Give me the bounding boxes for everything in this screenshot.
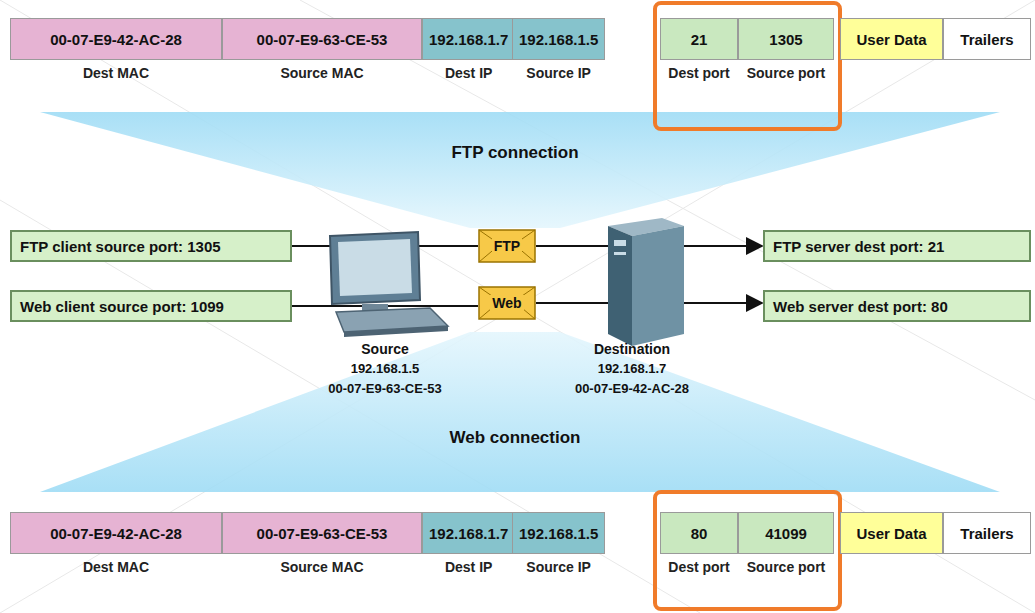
data-cell: User Data: [840, 18, 943, 60]
cell-value: 21: [691, 31, 708, 48]
field-name: Dest IP: [423, 65, 514, 83]
cell-value: 80: [691, 525, 708, 542]
cell-value: 00-07-E9-42-AC-28: [50, 31, 182, 48]
port-cell: 80Dest port: [660, 512, 738, 554]
cell-value: Web client source port: 1099: [12, 298, 224, 315]
highlight-top: [655, 3, 840, 129]
bowtie-bottom: [40, 332, 1000, 492]
mac-cell: 00-07-E9-42-AC-28Dest MAC: [10, 18, 222, 60]
computer-illustration: [330, 232, 448, 337]
connection-label: FTP connection: [451, 143, 578, 163]
envelope: FTP: [478, 229, 536, 263]
cell-value: FTP server dest port: 21: [765, 238, 944, 255]
port-cell: 21Dest port: [660, 18, 738, 60]
cell-value: 192.168.1.7: [429, 31, 508, 48]
port-box: Web server dest port: 80: [763, 290, 1031, 322]
cell-value: 192.168.1.5: [519, 31, 598, 48]
port-box: FTP server dest port: 21: [763, 230, 1031, 262]
mac-cell: 00-07-E9-42-AC-28Dest MAC: [10, 512, 222, 554]
ip-cell: 192.168.1.7Dest IP: [422, 18, 515, 60]
cell-value: FTP: [492, 238, 522, 254]
cell-value: Web server dest port: 80: [765, 298, 948, 315]
field-name: Dest MAC: [11, 559, 221, 577]
trailer-cell: Trailers: [943, 512, 1031, 554]
port-cell: 1305Source port: [738, 18, 834, 60]
connection-label: Web connection: [450, 428, 581, 448]
field-name: Dest IP: [423, 559, 514, 577]
cell-value: FTP client source port: 1305: [12, 238, 221, 255]
field-name: Source MAC: [223, 65, 421, 83]
field-name: Dest MAC: [11, 65, 221, 83]
port-cell: 41099Source port: [738, 512, 834, 554]
port-box: FTP client source port: 1305: [10, 230, 292, 262]
data-cell: User Data: [840, 512, 943, 554]
server-illustration: [608, 218, 684, 346]
cell-value: 1305: [769, 31, 802, 48]
mac-cell: 00-07-E9-63-CE-53Source MAC: [222, 512, 422, 554]
cell-value: User Data: [856, 31, 926, 48]
cell-value: 00-07-E9-42-AC-28: [50, 525, 182, 542]
field-name: Source IP: [513, 65, 604, 83]
cell-value: Trailers: [960, 525, 1013, 542]
ip-cell: 192.168.1.5Source IP: [512, 512, 605, 554]
cell-value: 00-07-E9-63-CE-53: [257, 525, 388, 542]
mac-cell: 00-07-E9-63-CE-53Source MAC: [222, 18, 422, 60]
ip-cell: 192.168.1.7Dest IP: [422, 512, 515, 554]
device-label: 00-07-E9-63-CE-53: [328, 381, 441, 396]
bowtie-top: [40, 112, 1000, 228]
field-name: Dest port: [661, 559, 737, 577]
field-name: Dest port: [661, 65, 737, 83]
cell-value: 00-07-E9-63-CE-53: [257, 31, 388, 48]
cell-value: Trailers: [960, 31, 1013, 48]
field-name: Source port: [739, 65, 833, 83]
highlight-bottom: [655, 492, 840, 609]
ip-cell: 192.168.1.5Source IP: [512, 18, 605, 60]
cell-value: User Data: [856, 525, 926, 542]
field-name: Source port: [739, 559, 833, 577]
trailer-cell: Trailers: [943, 18, 1031, 60]
field-name: Source MAC: [223, 559, 421, 577]
cell-value: 41099: [765, 525, 807, 542]
cell-value: 192.168.1.5: [519, 525, 598, 542]
field-name: Source IP: [513, 559, 604, 577]
envelope: Web: [478, 286, 536, 320]
cell-value: 192.168.1.7: [429, 525, 508, 542]
device-label: 00-07-E9-42-AC-28: [575, 381, 689, 396]
device-label: 192.168.1.5: [351, 361, 420, 376]
device-label: 192.168.1.7: [598, 361, 667, 376]
cell-value: Web: [490, 295, 523, 311]
device-label: Destination: [594, 341, 670, 357]
port-box: Web client source port: 1099: [10, 290, 292, 322]
device-label: Source: [361, 341, 408, 357]
